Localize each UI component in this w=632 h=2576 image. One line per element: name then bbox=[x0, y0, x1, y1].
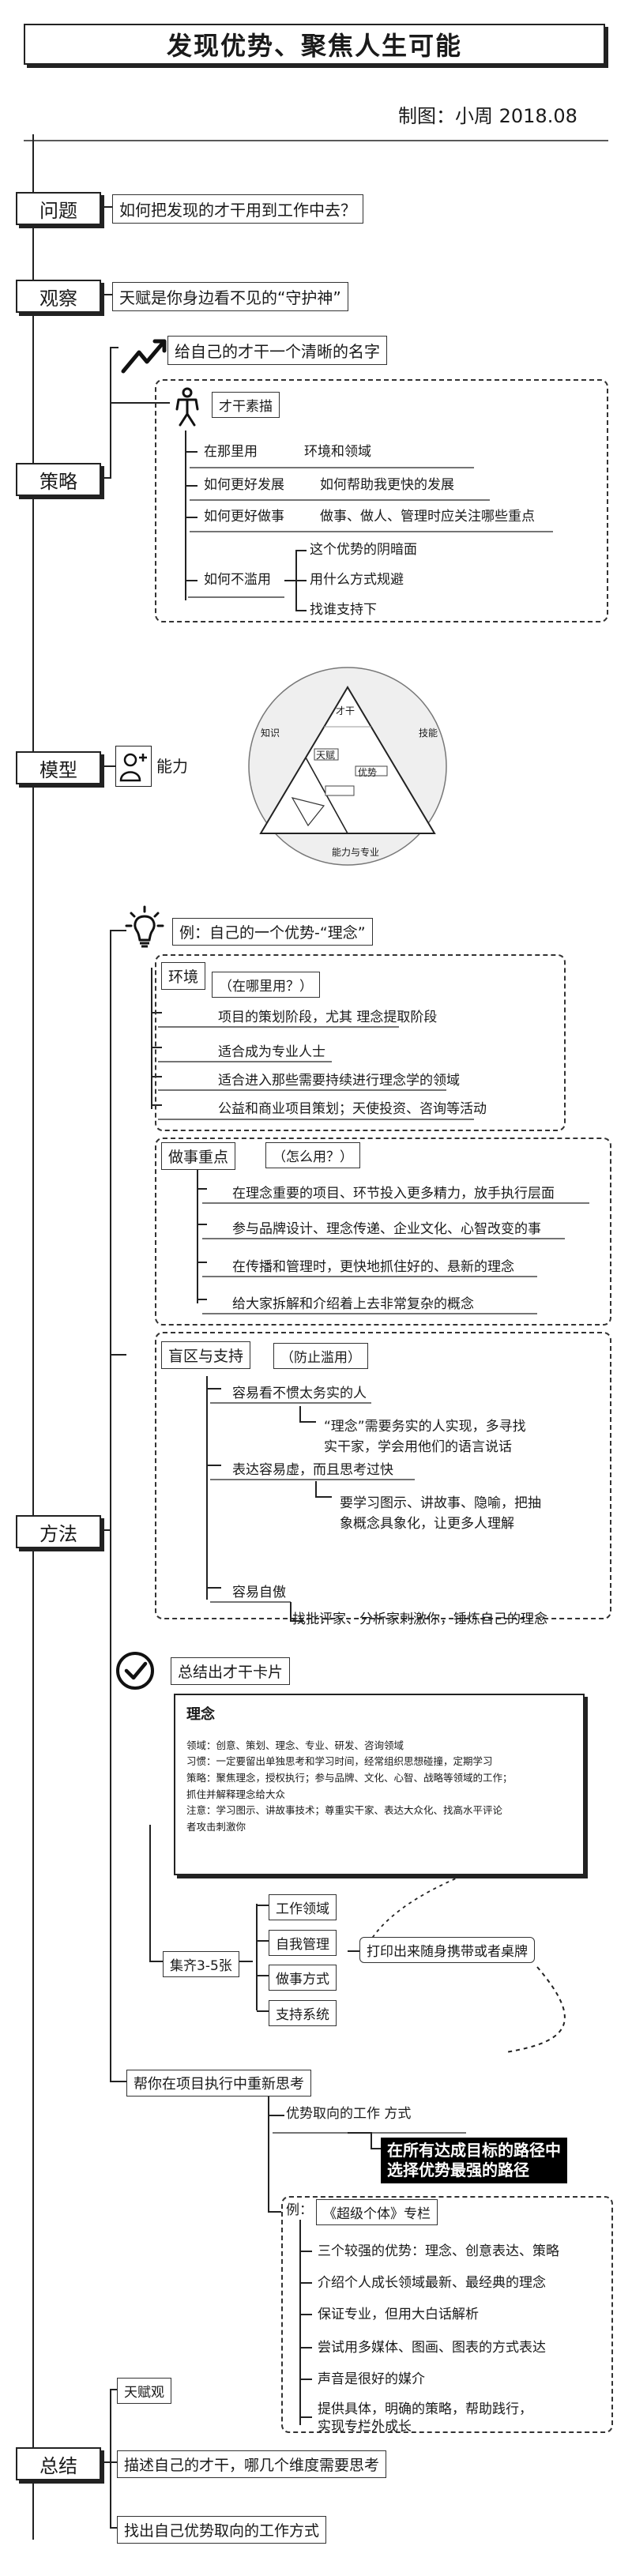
section-model[interactable]: 模型 bbox=[16, 751, 101, 784]
observe-text: 天赋是你身边看不见的“守护神” bbox=[112, 282, 348, 311]
question-text: 如何把发现的才干用到工作中去？ bbox=[112, 194, 363, 224]
strategy-headline: 给自己的才干一个清晰的名字 bbox=[167, 336, 387, 365]
strategy-sub-label: 才干素描 bbox=[212, 392, 280, 418]
summary-card-title: 总结出才干卡片 bbox=[171, 1657, 291, 1685]
blind-label: 盲区与支持 bbox=[161, 1341, 251, 1369]
blind-item-1-note-0: “理念”需要务实的人实现，多寻找 bbox=[324, 1419, 526, 1435]
example-col-title: 《超级个体》专栏 bbox=[316, 2199, 438, 2225]
example-item-3: 尝试用多媒体、图画、图表的方式表达 bbox=[318, 2340, 546, 2356]
model-circle-caption: 能力与专业 bbox=[332, 847, 380, 858]
collect-item-3: 支持系统 bbox=[269, 2000, 337, 2026]
strategy-misuse-label: 如何不滥用 bbox=[204, 572, 271, 588]
example-item-5-line-0: 提供具体，明确的策略，帮助践行， bbox=[318, 2401, 532, 2417]
talent-card: 理念 领域：创意、策划、理念、专业、研发、咨询领域 习惯：一定要留出单独思考和学… bbox=[174, 1694, 585, 1875]
env-item-1: 适合成为专业人士 bbox=[218, 1044, 325, 1060]
page-title: 发现优势、聚焦人生可能 bbox=[166, 31, 462, 61]
strategy-row-2-right: 做事、做人、管理时应关注哪些重点 bbox=[320, 509, 535, 525]
strategy-misuse-1: 用什么方式规避 bbox=[310, 572, 404, 588]
env-dashed-group bbox=[155, 954, 566, 1131]
highlight-line-1: 选择优势最强的路径 bbox=[387, 2160, 529, 2179]
summary-item-0: 天赋观 bbox=[117, 2378, 171, 2404]
strategy-row-1-right: 如何帮助我更快的发展 bbox=[320, 477, 454, 493]
lightbulb-icon bbox=[125, 905, 164, 948]
example-item-5-line-1: 实现专栏外成长 bbox=[318, 2419, 412, 2435]
collect-item-1: 自我管理 bbox=[269, 1930, 337, 1956]
section-method[interactable]: 方法 bbox=[16, 1515, 101, 1548]
person-icon bbox=[175, 387, 199, 427]
collect-label: 集齐3-5张 bbox=[163, 1951, 239, 1977]
summary-item-2: 找出自己优势取向的工作方式 bbox=[117, 2516, 327, 2544]
strategy-row-0-left: 在那里用 bbox=[204, 444, 258, 460]
example-item-2: 保证专业，但用大白话解析 bbox=[318, 2307, 479, 2322]
rethink-label: 帮你在项目执行中重新思考 bbox=[126, 2070, 311, 2097]
talent-card-line-3: 抓住并解释理念给大众 bbox=[186, 1788, 286, 1800]
strategy-row-0-right: 环境和领域 bbox=[304, 444, 371, 460]
example-label: 例： bbox=[286, 2202, 313, 2218]
summary-item-1: 描述自己的才干，哪几个维度需要思考 bbox=[117, 2450, 387, 2478]
strategy-row-2-left: 如何更好做事 bbox=[204, 509, 284, 525]
blind-item-2: 表达容易虚，而且思考过快 bbox=[232, 1462, 393, 1478]
model-left-label: 知识 bbox=[261, 728, 280, 739]
blind-item-2-note-0: 要学习图示、讲故事、隐喻，把抽 bbox=[340, 1495, 541, 1511]
env-question: （在哪里用？） bbox=[212, 972, 320, 998]
env-item-3: 公益和商业项目策划；天使投资、咨询等活动 bbox=[218, 1101, 487, 1117]
blind-item-3: 容易自傲 bbox=[232, 1585, 286, 1600]
model-icon-text: 能力 bbox=[156, 757, 188, 776]
section-observe[interactable]: 观察 bbox=[16, 280, 101, 313]
blind-item-1: 容易看不惯太务实的人 bbox=[232, 1386, 367, 1401]
highlight-line-0: 在所有达成目标的路径中 bbox=[387, 2141, 561, 2160]
model-diagram bbox=[248, 667, 447, 866]
env-label: 环境 bbox=[161, 962, 206, 990]
focus-item-2: 在传播和管理时，更快地抓住好的、悬新的理念 bbox=[232, 1259, 514, 1275]
blind-item-1-note-1: 实干家，学会用他们的语言说话 bbox=[324, 1439, 512, 1455]
example-item-4: 声音是很好的媒介 bbox=[318, 2371, 425, 2387]
env-item-2: 适合进入那些需要持续进行理念学的领域 bbox=[218, 1073, 460, 1089]
example-item-1: 介绍个人成长领域最新、最经典的理念 bbox=[318, 2275, 546, 2291]
credit-text: 制图：小周 2018.08 bbox=[398, 105, 577, 127]
strategy-misuse-0: 这个优势的阴暗面 bbox=[310, 542, 417, 558]
user-plus-icon bbox=[119, 753, 147, 782]
talent-card-line-4: 注意：学习图示、讲故事技术；尊重实干家、表达大众化、找高水平评论 bbox=[186, 1804, 503, 1817]
env-item-0: 项目的策划阶段，尤其 理念提取阶段 bbox=[218, 1010, 438, 1025]
model-inner-label-1: 天赋 bbox=[316, 750, 336, 761]
section-question[interactable]: 问题 bbox=[16, 192, 101, 225]
method-example-title: 例：自己的一个优势-“理念” bbox=[172, 918, 373, 946]
highlight-box: 在所有达成目标的路径中 选择优势最强的路径 bbox=[381, 2138, 567, 2183]
strategy-dashed-group bbox=[155, 379, 608, 622]
talent-card-line-1: 习惯：一定要留出单独思考和学习时间，经常组织思想碰撞，定期学习 bbox=[186, 1755, 493, 1768]
blind-item-3-note: 找批评家、分析家刺激你，锤炼自己的理念 bbox=[292, 1611, 547, 1627]
focus-item-3: 给大家拆解和介绍着上去非常复杂的概念 bbox=[232, 1296, 474, 1312]
strategy-misuse-2: 找谁支持下 bbox=[310, 602, 377, 618]
collect-item-0: 工作领域 bbox=[269, 1894, 337, 1920]
model-inner-label-0: 才干 bbox=[336, 705, 356, 716]
talent-card-line-2: 策略：聚焦理念，授权执行；参与品牌、文化、心智、战略等领域的工作； bbox=[186, 1771, 513, 1784]
section-summary[interactable]: 总结 bbox=[16, 2447, 101, 2480]
focus-label: 做事重点 bbox=[161, 1142, 236, 1170]
talent-card-title: 理念 bbox=[186, 1706, 215, 1723]
blind-dashed-group bbox=[155, 1332, 611, 1619]
example-item-0: 三个较强的优势：理念、创意表达、策略 bbox=[318, 2243, 559, 2259]
title-box: 发现优势、聚焦人生可能 bbox=[24, 24, 605, 65]
section-strategy[interactable]: 策略 bbox=[16, 463, 101, 496]
talent-card-line-5: 者攻击刺激你 bbox=[186, 1820, 246, 1833]
strategy-row-1-left: 如何更好发展 bbox=[204, 477, 284, 493]
collect-item-2: 做事方式 bbox=[269, 1965, 337, 1991]
work-mode: 优势取向的工作 方式 bbox=[286, 2106, 412, 2122]
focus-item-0: 在理念重要的项目、环节投入更多精力，放手执行层面 bbox=[232, 1186, 555, 1202]
model-inner-label-2: 优势 bbox=[358, 767, 378, 778]
model-right-label: 技能 bbox=[419, 728, 438, 739]
focus-dashed-group bbox=[155, 1138, 611, 1326]
focus-item-1: 参与品牌设计、理念传递、企业文化、心智改变的事 bbox=[232, 1221, 541, 1237]
print-note: 打印出来随身携带或者桌牌 bbox=[359, 1937, 535, 1963]
talent-card-line-0: 领域：创意、策划、理念、专业、研发、咨询领域 bbox=[186, 1739, 404, 1751]
blind-question: （防止滥用） bbox=[273, 1343, 368, 1369]
example-dashed-group bbox=[281, 2196, 613, 2433]
model-icon-box bbox=[115, 746, 152, 787]
blind-item-2-note-1: 象概念具象化，让更多人理解 bbox=[340, 1516, 514, 1532]
focus-question: （怎么用？） bbox=[265, 1142, 360, 1168]
checkmark-icon bbox=[116, 1652, 154, 1690]
